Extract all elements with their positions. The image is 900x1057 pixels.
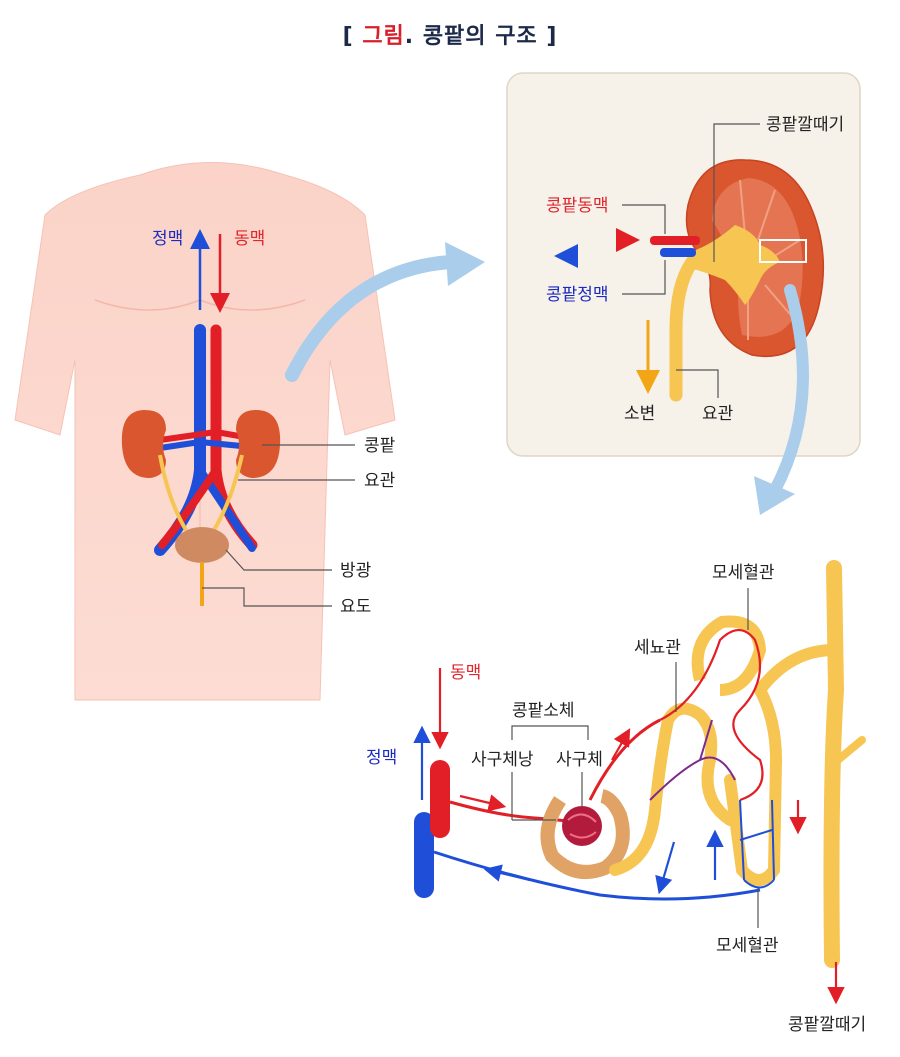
body-kidney-label: 콩팥 xyxy=(364,436,396,456)
kidney-left xyxy=(121,410,166,478)
magnified-region-box xyxy=(759,239,807,263)
nephron-illustration: 동맥 정맥 콩팥소체 사구체낭 사구체 세뇨관 모세혈관 모세혈관 콩팥깔때기 xyxy=(366,560,866,1035)
tubule-label: 세뇨관 xyxy=(634,638,681,658)
renal-artery-stub xyxy=(650,236,700,245)
bladder-leader xyxy=(225,549,332,571)
renal-pelvis xyxy=(690,225,780,305)
flow-arrow-to-kidney xyxy=(285,255,457,382)
iliac-artery-left xyxy=(158,466,220,549)
pelvis-leader xyxy=(713,123,760,262)
panel-renal-artery-label: 콩팥동맥 xyxy=(546,196,609,216)
glomerulus-loops xyxy=(567,813,597,839)
glomerulus-label: 사구체 xyxy=(556,750,603,770)
body-bladder-label: 방광 xyxy=(340,561,371,581)
body-urethra-label: 요도 xyxy=(340,597,371,617)
panel-urine-label: 소변 xyxy=(624,404,655,424)
capillary-top-label: 모세혈관 xyxy=(712,563,775,583)
capillary-bottom-label: 모세혈관 xyxy=(716,936,779,956)
afferent-flow xyxy=(459,794,507,812)
collecting-duct xyxy=(823,560,845,968)
efferent-arteriole xyxy=(588,718,661,801)
glomerulus xyxy=(562,806,602,846)
renal-vein-stub xyxy=(660,248,696,257)
kidney-right xyxy=(236,410,281,478)
nephron-artery-vessel xyxy=(430,760,450,838)
ureter-right xyxy=(212,454,244,532)
efferent-flow xyxy=(611,728,631,761)
peritubular-capillaries-top xyxy=(659,628,764,802)
ureter-left xyxy=(158,454,188,532)
body-ureter-label: 요관 xyxy=(364,471,395,491)
flow-arrow-to-nephron-head xyxy=(754,476,795,515)
distal-convolution xyxy=(691,615,767,696)
iliac-vein-right xyxy=(196,466,256,552)
renal-corpuscle-bracket xyxy=(511,725,589,740)
urethra-leader xyxy=(202,587,332,607)
panel-ureter-label: 요관 xyxy=(702,404,733,424)
pyramid-lines xyxy=(739,179,801,340)
bowman-capsule-label: 사구체낭 xyxy=(471,750,534,770)
body-illustration: 정맥 동맥 콩팥 요관 방광 요도 xyxy=(14,162,396,701)
bladder xyxy=(175,527,229,563)
nephron-artery-label: 동맥 xyxy=(450,663,481,683)
loop-of-henle xyxy=(724,684,783,886)
nephron-vein-vessel xyxy=(414,812,434,898)
panel-renal-vein-label: 콩팥정맥 xyxy=(546,285,609,305)
tubule-down-flow xyxy=(655,841,676,895)
flow-arrow-to-nephron xyxy=(769,284,809,496)
nephron-vein-label: 정맥 xyxy=(366,748,397,768)
connecting-tubule xyxy=(755,644,835,694)
renal-ureter xyxy=(669,255,699,402)
bowman-capsule xyxy=(540,789,630,879)
collecting-duct-branch xyxy=(834,736,866,764)
renal-artery-left xyxy=(159,429,217,443)
figure-title: [ 그림. 콩팥의 구조 ] xyxy=(0,18,900,50)
flow-arrow-to-kidney-head xyxy=(445,242,485,286)
title-bracket-open: [ xyxy=(342,24,354,49)
renal-vein-leader xyxy=(622,260,666,295)
title-highlight: 그림 xyxy=(362,24,405,49)
body-vein-label: 정맥 xyxy=(152,229,183,249)
renal-artery-leader xyxy=(622,204,666,234)
nephron-pelvis-label: 콩팥깔때기 xyxy=(788,1015,866,1035)
peritubular-capillaries-bottom xyxy=(739,799,775,889)
venous-return-flow xyxy=(483,864,531,882)
panel-pelvis-label: 콩팥깔때기 xyxy=(766,115,844,135)
renal-corpuscle-label: 콩팥소체 xyxy=(512,701,575,721)
body-artery-label: 동맥 xyxy=(234,229,265,249)
title-bracket-close: ] xyxy=(546,24,558,49)
peritubular-capillaries-mid xyxy=(649,719,736,801)
title-text: . 콩팥의 구조 xyxy=(404,24,538,49)
renal-ureter-leader xyxy=(676,369,719,398)
renal-vein-left xyxy=(159,439,201,451)
